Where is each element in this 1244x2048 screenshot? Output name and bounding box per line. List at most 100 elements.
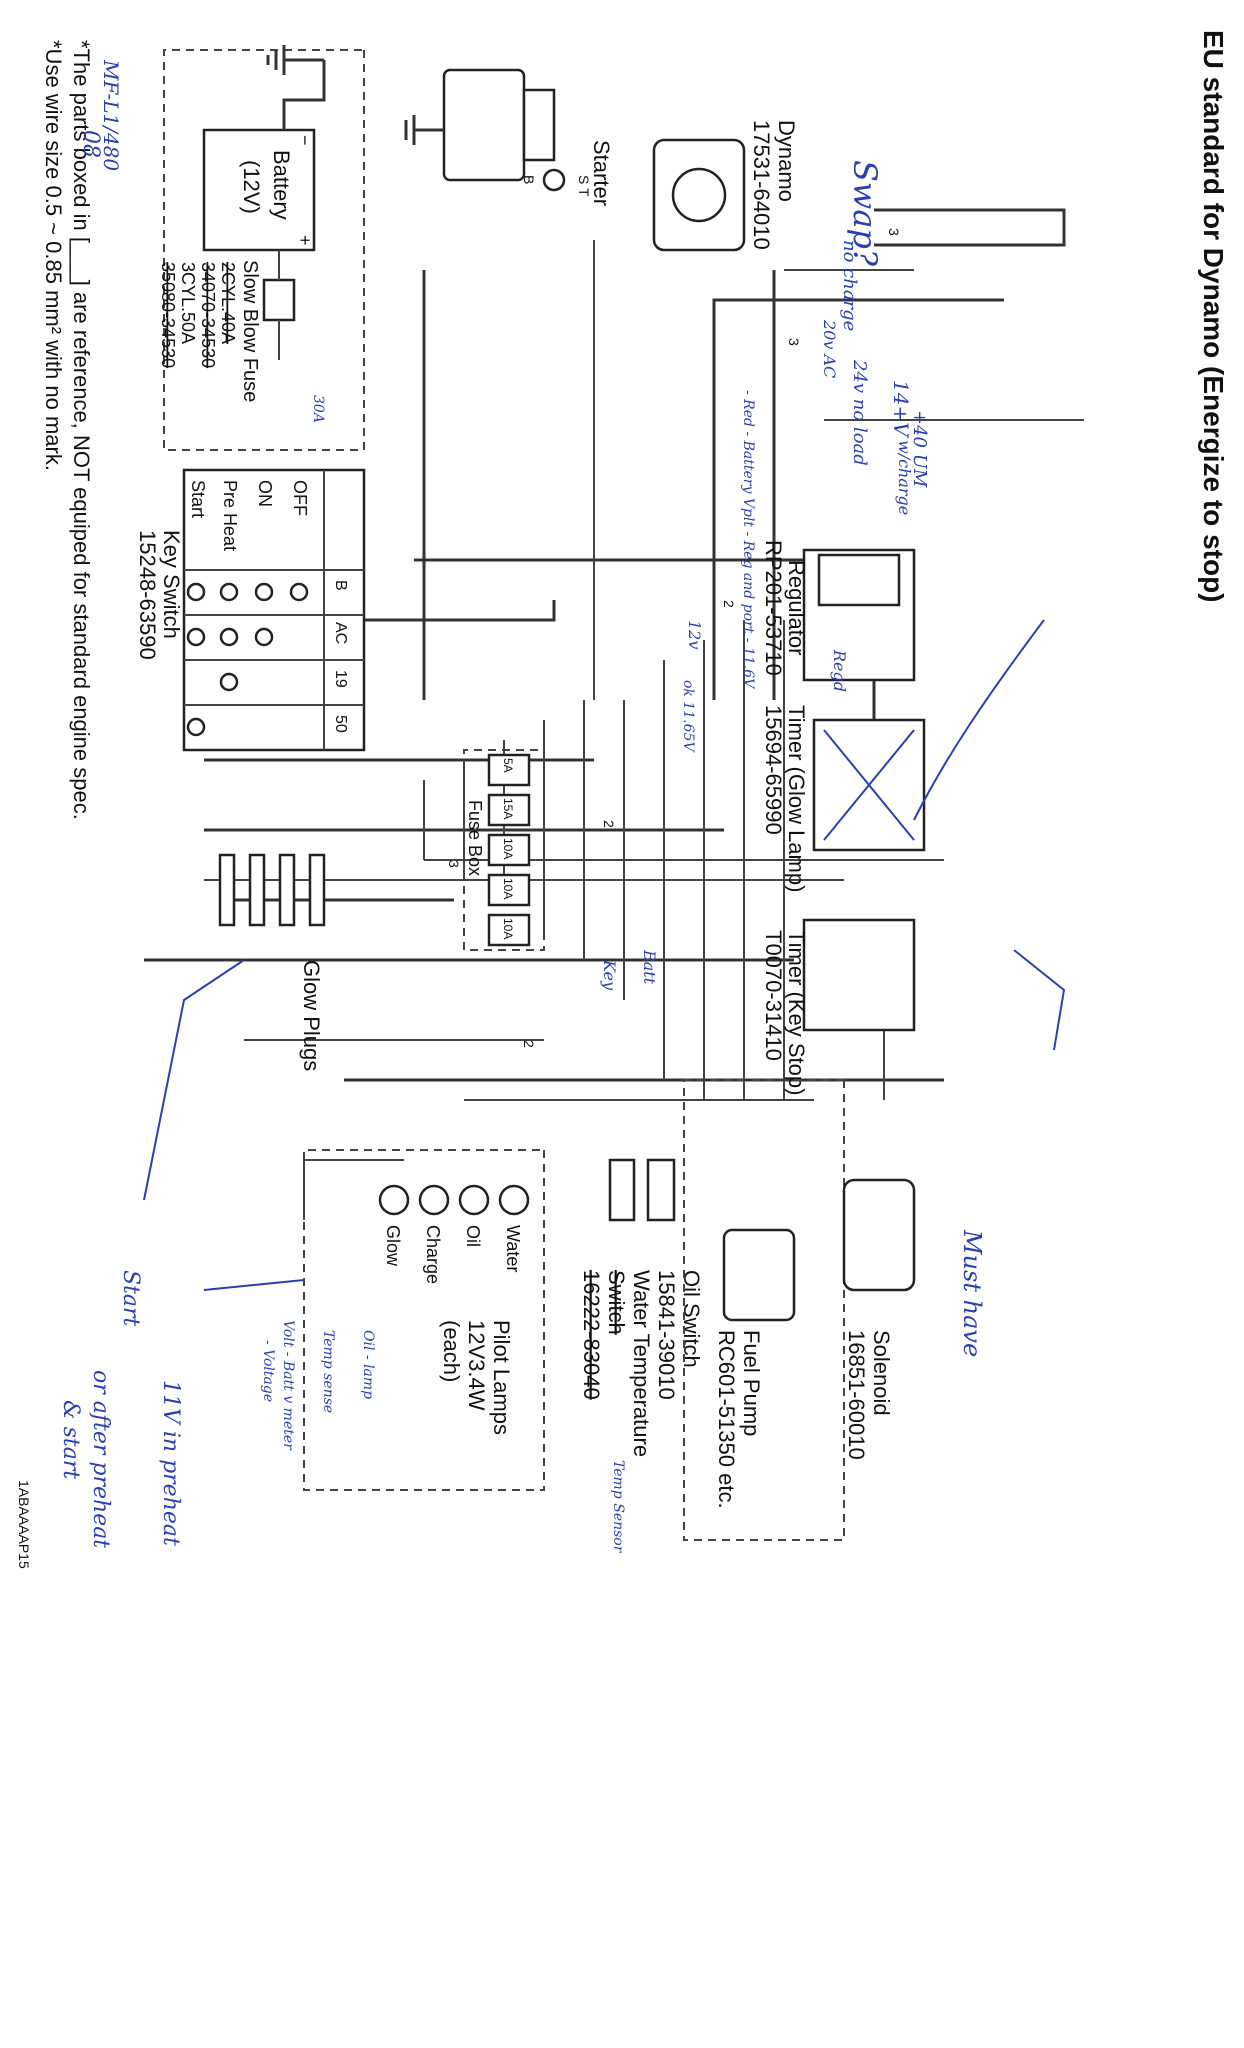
svg-text:17531-64010: 17531-64010	[749, 120, 774, 250]
svg-text:Swap?: Swap?	[846, 160, 884, 267]
key-switch: B AC 19 50 OFF ON Pre Heat Start Key Swi…	[135, 468, 366, 752]
svg-text:Timer (Glow Lamp): Timer (Glow Lamp)	[784, 705, 809, 892]
svg-text:Temp Sensor: Temp Sensor	[610, 1460, 626, 1554]
wire-label-6: 3	[446, 860, 462, 868]
starter: Starter S T B	[442, 68, 614, 206]
svg-text:Charge: Charge	[423, 1225, 443, 1284]
svg-text:15A: 15A	[501, 798, 515, 819]
svg-text:ON: ON	[255, 480, 275, 507]
svg-text:20v AC: 20v AC	[820, 319, 839, 378]
note-wire-size: *Use wire size 0.5 ~ 0.85 mm² with no ma…	[41, 40, 66, 471]
svg-text:Oil - lamp: Oil - lamp	[360, 1330, 376, 1399]
svg-text:Start: Start	[118, 1270, 143, 1327]
svg-text:(each): (each)	[439, 1320, 464, 1382]
svg-text:RC601-51350 etc.: RC601-51350 etc.	[714, 1330, 739, 1509]
svg-text:Slow Blow Fuse: Slow Blow Fuse	[239, 260, 261, 402]
svg-text:B: B	[332, 580, 349, 591]
doc-code: 1ABAAAAP15	[16, 1480, 32, 1569]
svg-text:Solenoid: Solenoid	[869, 1330, 894, 1416]
svg-text:14+V: 14+V	[889, 380, 913, 439]
svg-text:RP201-53710: RP201-53710	[761, 540, 786, 676]
wire-label-1: 3	[886, 228, 902, 236]
svg-text:24v no load: 24v no load	[849, 359, 870, 466]
wire-label-5: 2	[521, 1040, 537, 1048]
svg-text:Key Switch: Key Switch	[159, 530, 184, 639]
svg-text:10A: 10A	[501, 838, 515, 859]
dynamo: Dynamo 17531-64010	[652, 120, 799, 252]
svg-text:19: 19	[332, 670, 349, 688]
svg-text:Battery: Battery	[269, 150, 294, 220]
battery: Battery (12V) − +	[202, 128, 316, 252]
regulator: Regulator RP201-53710	[761, 540, 916, 682]
svg-text:Glow: Glow	[383, 1225, 403, 1267]
svg-text:AC: AC	[332, 622, 349, 644]
svg-text:Timer (Key Stop): Timer (Key Stop)	[784, 930, 809, 1095]
ground-symbol-battery	[266, 45, 324, 75]
svg-text:16851-60010: 16851-60010	[844, 1330, 869, 1460]
fuse-box: 5A 15A 10A 10A 10A Fuse Box	[463, 749, 545, 951]
svg-text:Must have: Must have	[958, 1229, 986, 1357]
ground-symbol-starter	[404, 115, 444, 145]
pilot-lamps: Water Oil Charge Glow Pilot Lamps 12V3.4…	[303, 1149, 545, 1491]
svg-text:Regulator: Regulator	[784, 560, 809, 655]
svg-text:Volt - Batt v meter: Volt - Batt v meter	[280, 1320, 296, 1451]
svg-text:Glow Plugs: Glow Plugs	[299, 960, 324, 1071]
svg-text:+: +	[295, 235, 315, 246]
svg-text:Switch: Switch	[604, 1270, 629, 1335]
solenoid: Solenoid 16851-60010	[842, 1178, 916, 1460]
svg-text:& start: & start	[58, 1400, 83, 1479]
svg-text:12V3.4W: 12V3.4W	[464, 1320, 489, 1411]
handwritten-notes: Swap? no charge 20v AC 24v no load 14+V …	[58, 59, 1066, 1554]
svg-text:3CYL.50A: 3CYL.50A	[178, 262, 198, 344]
svg-text:no charge: no charge	[839, 240, 860, 331]
svg-text:w/charge: w/charge	[895, 440, 914, 515]
svg-text:Fuel Pump: Fuel Pump	[739, 1330, 764, 1436]
svg-text:B: B	[521, 175, 537, 184]
wire-label-3: 2	[721, 600, 737, 608]
svg-text:Temp sense: Temp sense	[320, 1330, 336, 1413]
svg-text:5A: 5A	[501, 758, 515, 773]
svg-text:Water: Water	[503, 1225, 523, 1272]
svg-text:Start: Start	[188, 480, 208, 518]
svg-text:MF-L1/480: MF-L1/480	[99, 59, 123, 171]
svg-text:Oil: Oil	[463, 1225, 483, 1247]
svg-text:Batt: Batt	[640, 949, 659, 985]
fuel-pump: Fuel Pump RC601-51350 etc.	[683, 1079, 845, 1541]
svg-text:−: −	[295, 135, 315, 146]
svg-text:Oil Switch: Oil Switch	[679, 1270, 704, 1368]
svg-text:Fuse Box: Fuse Box	[465, 800, 485, 876]
svg-text:Starter: Starter	[589, 140, 614, 206]
svg-text:35080-34530: 35080-34530	[158, 262, 178, 368]
svg-text:34070-34530: 34070-34530	[198, 262, 218, 368]
svg-text:10A: 10A	[501, 878, 515, 899]
svg-text:Dynamo: Dynamo	[774, 120, 799, 202]
svg-text:11V in preheat: 11V in preheat	[158, 1380, 183, 1546]
svg-text:T0070-31410: T0070-31410	[761, 930, 786, 1061]
water-temperature-switch: Water Temperature Switch 16222-83040	[579, 1158, 654, 1457]
svg-text:Water Temperature: Water Temperature	[629, 1270, 654, 1457]
svg-text:Key: Key	[600, 959, 619, 991]
svg-text:50: 50	[332, 715, 349, 733]
svg-text:Pre Heat: Pre Heat	[220, 480, 240, 551]
timer-key-stop: Timer (Key Stop) T0070-31410	[761, 918, 916, 1095]
wire-label-4: 2	[601, 820, 617, 828]
slow-blow-fuse: Slow Blow Fuse 2CYL.40A 34070-34530 3CYL…	[158, 250, 296, 402]
svg-text:- Red - Battery Vplt - Reg and: - Red - Battery Vplt - Reg and port - 11…	[740, 390, 756, 690]
diagram-title: EU standard for Dynamo (Energize to stop…	[1198, 30, 1229, 603]
svg-text:- Voltage: - Voltage	[260, 1340, 276, 1402]
svg-text:10A: 10A	[501, 918, 515, 939]
svg-text:OFF: OFF	[290, 480, 310, 516]
glow-plugs: Glow Plugs	[218, 853, 326, 1071]
svg-text:08: 08	[78, 130, 103, 158]
svg-text:15694-65990: 15694-65990	[761, 705, 786, 835]
svg-text:15841-39010: 15841-39010	[654, 1270, 679, 1400]
battery-box-reference	[163, 49, 365, 451]
timer-glow-lamp: Timer (Glow Lamp) 15694-65990	[761, 705, 926, 892]
svg-text:Pilot Lamps: Pilot Lamps	[489, 1320, 514, 1435]
svg-text:16222-83040: 16222-83040	[579, 1270, 604, 1400]
svg-text:30A: 30A	[310, 395, 326, 423]
svg-text:2CYL.40A: 2CYL.40A	[218, 262, 238, 344]
svg-text:Regd: Regd	[830, 649, 849, 692]
svg-text:+40 UM: +40 UM	[909, 410, 930, 488]
svg-text:12v: 12v	[685, 620, 704, 649]
